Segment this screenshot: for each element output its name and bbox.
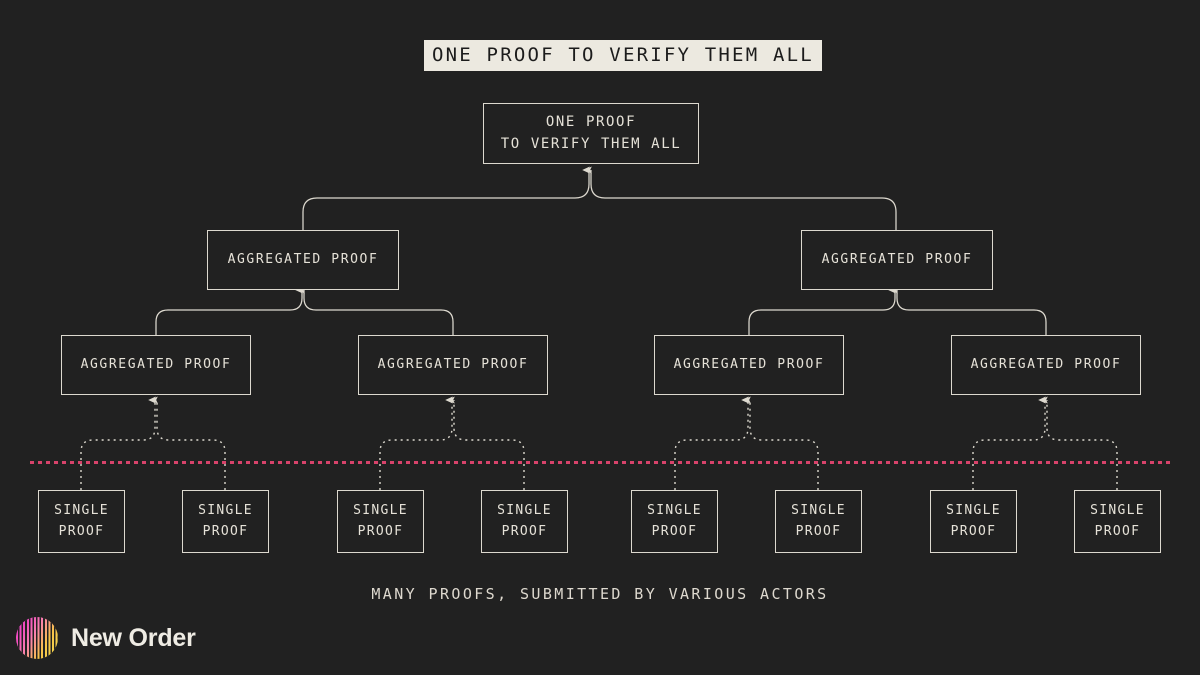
edge-leaf2-to-l3a xyxy=(150,396,226,490)
node-aggregated-proof-l3-2[interactable]: AGGREGATED PROOF xyxy=(358,335,548,395)
edge-l3c-to-l2b xyxy=(748,286,896,335)
edge-leaf1-to-l3a xyxy=(80,396,156,490)
logo-stripes xyxy=(16,617,58,659)
node-label: AGGREGATED PROOF xyxy=(970,356,1122,372)
edge-l3a-to-l2a xyxy=(155,286,303,335)
brand-name: New Order xyxy=(71,623,196,652)
node-aggregated-proof-l3-1[interactable]: AGGREGATED PROOF xyxy=(61,335,251,395)
edge-l3b-to-l2a xyxy=(297,286,454,335)
edge-leaf8-to-l3d xyxy=(1040,396,1118,490)
node-aggregated-proof-l2-1[interactable]: AGGREGATED PROOF xyxy=(207,230,399,290)
page-title: ONE PROOF TO VERIFY THEM ALL xyxy=(424,40,822,71)
edge-leaf3-to-l3b xyxy=(379,396,453,490)
node-label: AGGREGATED PROOF xyxy=(227,251,379,267)
node-aggregated-proof-l2-2[interactable]: AGGREGATED PROOF xyxy=(801,230,993,290)
node-label: AGGREGATED PROOF xyxy=(377,356,529,372)
node-label: AGGREGATED PROOF xyxy=(673,356,825,372)
edge-leaf5-to-l3c xyxy=(674,396,749,490)
edge-leaf4-to-l3b xyxy=(447,396,525,490)
node-label: AGGREGATED PROOF xyxy=(821,251,973,267)
edge-leaf7-to-l3d xyxy=(972,396,1046,490)
edge-leaf6-to-l3c xyxy=(743,396,819,490)
edge-l2b-to-root xyxy=(584,166,897,230)
new-order-logo-icon xyxy=(16,617,58,659)
node-aggregated-proof-l3-4[interactable]: AGGREGATED PROOF xyxy=(951,335,1141,395)
diagram-caption: MANY PROOFS, SUBMITTED BY VARIOUS ACTORS xyxy=(371,585,829,603)
node-label: AGGREGATED PROOF xyxy=(80,356,232,372)
edge-l3d-to-l2b xyxy=(890,286,1047,335)
edge-l2a-to-root xyxy=(302,166,590,230)
brand-lockup: New Order xyxy=(16,617,196,659)
node-aggregated-proof-l3-3[interactable]: AGGREGATED PROOF xyxy=(654,335,844,395)
